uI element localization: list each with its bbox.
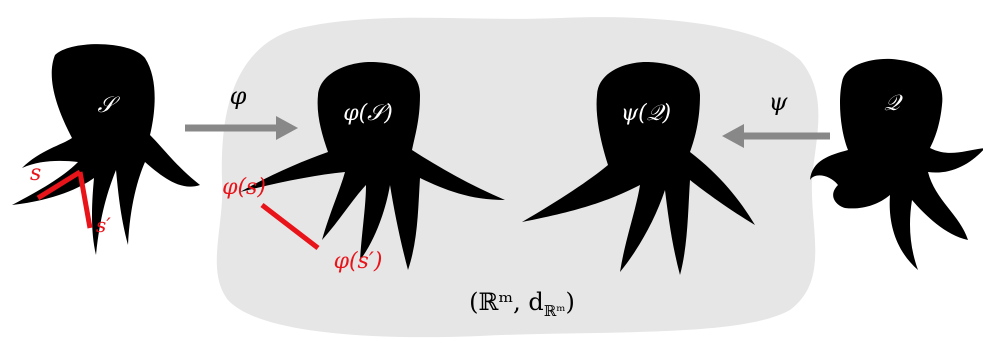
embedded-query-shape: ψ(𝒬)	[522, 62, 755, 275]
space-label-subscript: ℝᵐ	[544, 302, 566, 320]
embedded-query-label: ψ(𝒬)	[621, 101, 671, 126]
phi-arrow: φ	[185, 82, 298, 140]
embedding-space-label: (ℝᵐ, dℝᵐ)	[469, 288, 575, 320]
phi-label: φ	[230, 82, 247, 110]
space-label-close: )	[565, 288, 574, 316]
phi-s-prime-label: φ(s′)	[334, 249, 383, 274]
source-point-pair: s s′	[30, 161, 111, 237]
query-shape: 𝒬	[810, 58, 983, 270]
query-label: 𝒬	[884, 91, 903, 116]
embedded-point-pair: φ(s) φ(s′)	[222, 175, 382, 274]
embedded-source-shape: φ(𝒮)	[240, 62, 505, 270]
psi-label: ψ	[769, 88, 789, 116]
phi-s-label: φ(s)	[222, 175, 266, 200]
source-shape: 𝒮	[12, 44, 200, 255]
embedded-source-label: φ(𝒮)	[343, 101, 393, 126]
space-label-main: (ℝᵐ, d	[469, 288, 544, 316]
point-s-prime-label: s′	[96, 213, 111, 237]
psi-arrow: ψ	[722, 88, 830, 148]
point-s-label: s	[30, 161, 41, 186]
